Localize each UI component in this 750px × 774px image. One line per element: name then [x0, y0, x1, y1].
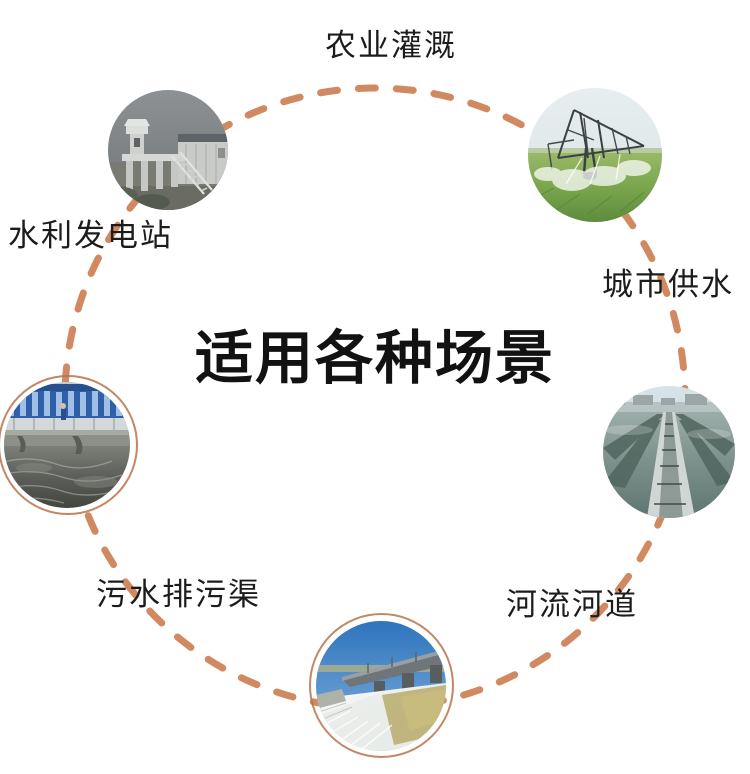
label-agricultural-irrigation: 农业灌溉 — [325, 28, 457, 64]
river-photo-ring — [309, 613, 454, 758]
center-pivot-irrigation-photo[interactable] — [528, 88, 662, 222]
page-title: 适用各种场景 — [194, 324, 555, 392]
sewage-photo-ring — [0, 375, 138, 515]
label-hydroelectric-station: 水利发电站 — [8, 218, 173, 254]
water-treatment-basins-photo[interactable] — [603, 386, 735, 518]
sewage-treatment-plant-photo[interactable] — [4, 382, 130, 508]
label-sewage-discharge-channel: 污水排污渠 — [96, 577, 261, 613]
label-river-channel: 河流河道 — [506, 587, 638, 623]
label-urban-water-supply: 城市供水 — [602, 267, 734, 303]
river-weir-dam-photo[interactable] — [316, 621, 446, 751]
hydroelectric-station-photo[interactable] — [108, 90, 228, 210]
